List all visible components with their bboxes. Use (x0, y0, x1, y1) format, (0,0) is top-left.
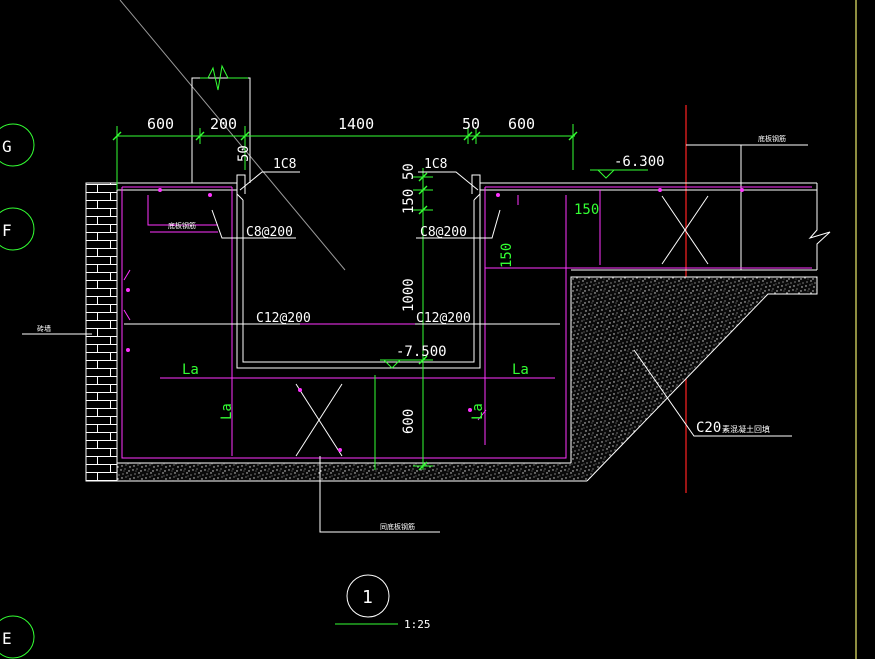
rebar-label-c8-right: C8@200 (420, 225, 467, 240)
rebar-label-c12-left: C12@200 (256, 311, 311, 326)
rebar-label-1c8-left: 1C8 (273, 157, 296, 172)
brick-wall (85, 182, 118, 482)
detail-bubble[interactable] (346, 574, 390, 618)
detail-number: 1 (362, 587, 373, 608)
structure-outline (85, 77, 831, 482)
la-label-left-vertical: La (219, 403, 235, 420)
axis-bubbles (0, 123, 35, 659)
rebar-label-c12-right: C12@200 (416, 311, 471, 326)
vdim-50: 50 (401, 163, 417, 180)
concrete-fill (117, 277, 817, 481)
axis-label-f: F (2, 221, 12, 240)
rebar-dots (126, 188, 744, 452)
vdim-1000: 1000 (401, 278, 417, 312)
dim-150-vertical: 150 (499, 243, 515, 268)
note-small: 底板钢筋 (168, 221, 196, 230)
la-label-right-horizontal: La (512, 362, 529, 378)
axis-bubble-e[interactable] (0, 615, 35, 659)
dim-600-right: 600 (508, 115, 535, 133)
elevation-pit: -7.500 (396, 344, 447, 360)
axis-label-e: E (2, 629, 12, 648)
la-label-right-vertical: La (470, 403, 486, 420)
vdim-600: 600 (401, 409, 417, 434)
axis-label-g: G (2, 137, 12, 156)
dim-50-top: 50 (462, 115, 480, 133)
vdim-150: 150 (401, 189, 417, 214)
label-leaders (22, 171, 792, 533)
dim-1400: 1400 (338, 115, 374, 133)
rebar-label-c8-left: C8@200 (246, 225, 293, 240)
c20-label-text: 素混凝土回填 (722, 424, 770, 434)
note-bottom: 同底板钢筋 (380, 522, 415, 531)
detail-scale: 1:25 (404, 618, 431, 631)
dim-150-horizontal: 150 (574, 202, 599, 218)
rebar-label-1c8-right: 1C8 (424, 157, 447, 172)
dim-50-vertical: 50 (236, 145, 252, 162)
note-top-right: 底板钢筋 (758, 134, 786, 143)
la-label-left-horizontal: La (182, 362, 199, 378)
note-wall: 砖墙 (37, 324, 51, 333)
dim-200: 200 (210, 115, 237, 133)
dimension-lines (116, 124, 648, 625)
column-break-symbol (200, 64, 248, 91)
dim-600-left: 600 (147, 115, 174, 133)
elevation-top: -6.300 (614, 154, 665, 170)
diagonal-reference-line (119, 0, 346, 271)
dimension-ticks (112, 131, 578, 471)
tie-cross-marks (295, 195, 709, 457)
axis-bubble-g[interactable] (0, 123, 35, 167)
c20-label-code: C20 (696, 420, 721, 436)
axis-bubble-f[interactable] (0, 207, 35, 251)
